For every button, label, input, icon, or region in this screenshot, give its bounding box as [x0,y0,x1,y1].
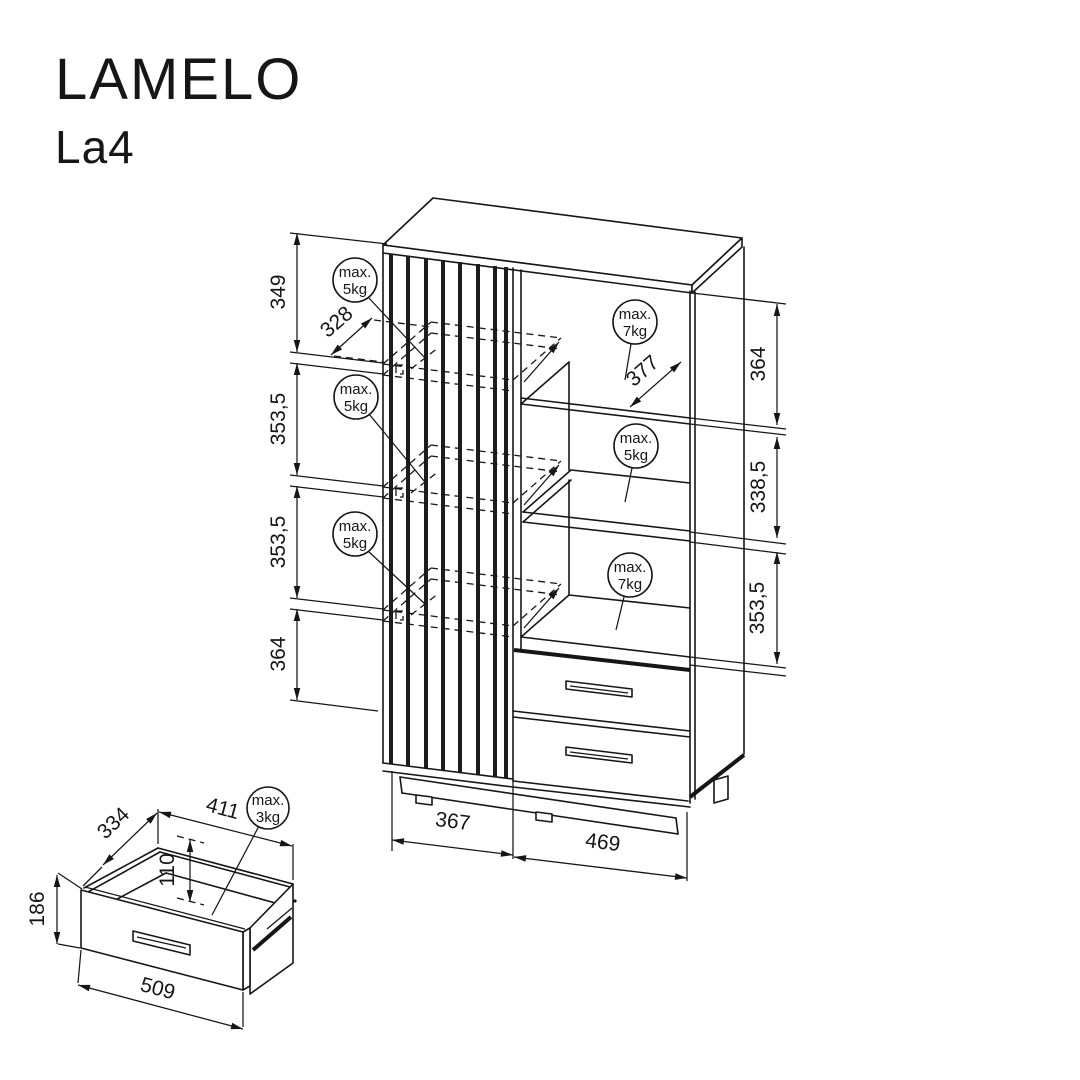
load-badge: max. 5kg [332,257,440,370]
shelf-depth-dimension: 328 [316,302,432,363]
dimension-label: 338,5 [747,461,770,514]
drawer-handle [565,746,633,764]
dimension-label: 353,5 [267,516,290,569]
load-badge: max. 3kg [211,786,290,916]
dimension-label: 353,5 [746,582,769,635]
left-dimension-chain: 349 353,5 353,5 364 [267,232,388,712]
drawer-handle [565,680,633,698]
cabinet-outline [382,246,746,804]
drawer-handle [132,930,191,956]
badge-value: 7kg [618,576,642,593]
hidden-shelves [382,321,562,638]
badge-prefix: max. [339,264,372,281]
bottom-dimension-chain: 367 469 [391,771,688,881]
drawer-box [80,847,297,995]
dimension-label: 411 [204,793,242,824]
main-cabinet-view: max. 5kg max. 5kg max. 5kg max. 7kg max. [267,197,787,881]
cabinet-depth-dimension: 377 [622,351,682,408]
badge-value: 3kg [256,809,280,826]
dimension-label: 353,5 [267,393,290,446]
badge-value: 5kg [344,398,368,415]
plinth [399,775,729,835]
foot [535,811,553,823]
badge-prefix: max. [620,430,653,447]
dimension-label: 186 [26,891,49,926]
dimension-label: 377 [622,351,664,391]
page-title: LAMELO [55,47,302,112]
drawer-fronts [512,680,691,808]
badge-value: 5kg [343,535,367,552]
dimension-label: 367 [434,808,472,835]
dimension-label: 364 [747,346,770,381]
dimension-label: 334 [93,803,134,844]
load-badge: max. 5kg [613,423,659,503]
badge-value: 7kg [623,323,647,340]
load-badge: max. 7kg [612,299,658,381]
cabinet-top-panel [382,197,743,294]
model-label: La4 [55,121,135,173]
dimension-label: 364 [267,636,290,671]
drawer-detail-view: 334 411 110 186 509 max. 3kg [26,786,297,1030]
load-badge: max. 5kg [333,374,440,494]
badge-prefix: max. [614,559,647,576]
badge-value: 5kg [624,447,648,464]
badge-prefix: max. [339,518,372,535]
dimension-label: 349 [267,274,290,309]
shelf-compartments [513,361,691,672]
lamella-slats [389,254,508,778]
dimension-label: 110 [156,853,179,886]
load-badge: max. 5kg [332,511,440,616]
badge-value: 5kg [343,281,367,298]
dimension-label: 509 [138,973,178,1004]
badge-prefix: max. [252,792,285,809]
badge-prefix: max. [340,381,373,398]
foot [415,794,433,806]
foot [713,775,729,804]
badge-prefix: max. [619,306,652,323]
dimension-label: 469 [584,829,622,856]
right-dimension-chain: 364 338,5 353,5 [689,292,787,677]
load-badge: max. 7kg [607,552,653,631]
